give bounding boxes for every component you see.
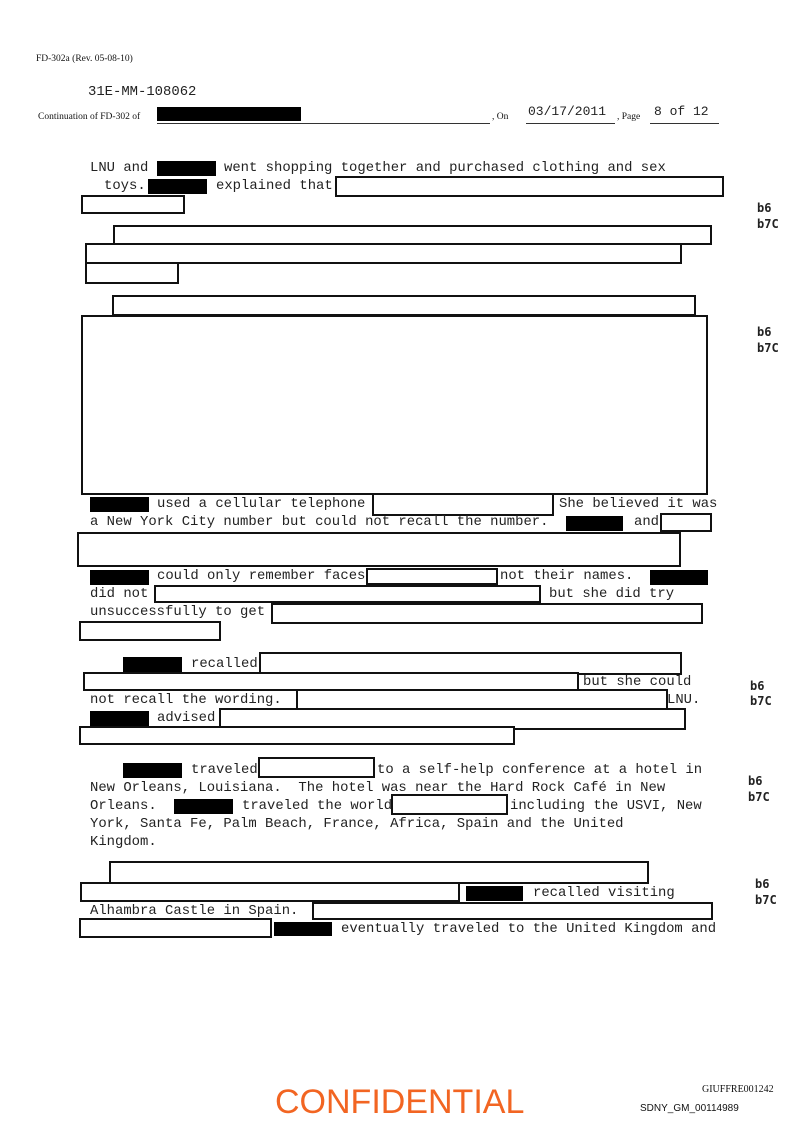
redaction-box <box>154 585 541 603</box>
text: recalled <box>191 656 258 672</box>
text: including the USVI, New <box>510 798 702 814</box>
exemption-b7c: b7C <box>757 341 779 355</box>
redaction-bar <box>157 107 301 121</box>
file-number: 31E-MM-108062 <box>88 84 197 100</box>
text: to a self-help conference at a hotel in <box>377 762 703 778</box>
text: unsuccessfully to get <box>90 604 266 620</box>
text: toys. <box>104 178 146 194</box>
confidential-stamp: CONFIDENTIAL <box>275 1083 525 1121</box>
text: LNU. <box>667 692 701 708</box>
redaction-box <box>391 794 508 815</box>
redaction-bar <box>466 886 523 901</box>
text: New Orleans, Louisiana. The hotel was ne… <box>90 780 666 796</box>
bates-number-sdny: SDNY_GM_00114989 <box>640 1103 739 1114</box>
text: used a cellular telephone <box>157 496 366 512</box>
redaction-bar <box>157 161 216 176</box>
text: not recall the wording. <box>90 692 282 708</box>
text: Alhambra Castle in Spain. <box>90 903 299 919</box>
text: did not <box>90 586 149 602</box>
redaction-box <box>112 295 696 316</box>
redaction-box <box>109 861 649 884</box>
text: traveled the world <box>242 798 393 814</box>
bates-number-giuffre: GIUFFRE001242 <box>702 1084 774 1095</box>
redaction-box <box>660 513 712 532</box>
redaction-box <box>79 621 221 641</box>
text: Orleans. <box>90 798 157 814</box>
text: not their names. <box>500 568 634 584</box>
text: went shopping together and purchased clo… <box>224 160 666 176</box>
exemption-b7c: b7C <box>755 893 777 907</box>
exemption-b6: b6 <box>755 877 770 891</box>
text: but she did try <box>549 586 675 602</box>
text: York, Santa Fe, Palm Beach, France, Afri… <box>90 816 624 832</box>
redaction-box <box>258 757 375 778</box>
redaction-bar <box>274 922 332 936</box>
underline <box>526 123 615 124</box>
redaction-bar <box>650 570 708 585</box>
text: advised <box>157 710 216 726</box>
redaction-box <box>372 493 554 516</box>
exemption-b6: b6 <box>757 325 772 339</box>
redaction-box <box>81 315 708 495</box>
continuation-label: Continuation of FD-302 of <box>38 112 141 122</box>
on-label: , On <box>492 112 509 122</box>
redaction-bar <box>123 657 182 672</box>
form-id: FD-302a (Rev. 05-08-10) <box>36 54 133 64</box>
text: a New York City number but could not rec… <box>90 514 549 530</box>
redaction-bar <box>90 711 149 726</box>
redaction-box <box>81 195 185 214</box>
redaction-box <box>77 532 681 567</box>
text: could only remember faces <box>157 568 366 584</box>
redaction-box <box>80 882 460 902</box>
redaction-box <box>79 918 272 938</box>
redaction-box <box>312 902 713 920</box>
text: explained that <box>216 178 333 194</box>
text: LNU and <box>90 160 149 176</box>
redaction-box <box>79 726 515 745</box>
redaction-bar <box>90 497 149 512</box>
page-number: 8 of 12 <box>654 104 709 119</box>
text: traveled <box>191 762 258 778</box>
exemption-b6: b6 <box>748 774 763 788</box>
text: and <box>634 514 660 530</box>
redaction-box <box>85 262 179 284</box>
redaction-bar <box>148 179 207 194</box>
text: recalled visiting <box>533 885 675 901</box>
exemption-b6: b6 <box>757 201 772 215</box>
redaction-box <box>85 243 682 264</box>
redaction-bar <box>123 763 182 778</box>
text: Kingdom. <box>90 834 157 850</box>
exemption-b7c: b7C <box>750 694 772 708</box>
redaction-bar <box>566 516 623 531</box>
exemption-b7c: b7C <box>748 790 770 804</box>
redaction-box <box>271 603 703 624</box>
underline <box>157 123 490 124</box>
date: 03/17/2011 <box>528 104 607 119</box>
redaction-box <box>335 176 724 197</box>
text: eventually traveled to the United Kingdo… <box>341 921 717 937</box>
redaction-bar <box>174 799 233 814</box>
page-label: , Page <box>617 112 641 122</box>
exemption-b7c: b7C <box>757 217 779 231</box>
exemption-b6: b6 <box>750 679 765 693</box>
text: She believed it was <box>559 496 718 512</box>
redaction-box <box>113 225 712 245</box>
text: but she could <box>583 674 692 690</box>
redaction-box <box>366 568 498 585</box>
redaction-bar <box>90 570 149 585</box>
underline <box>650 123 719 124</box>
